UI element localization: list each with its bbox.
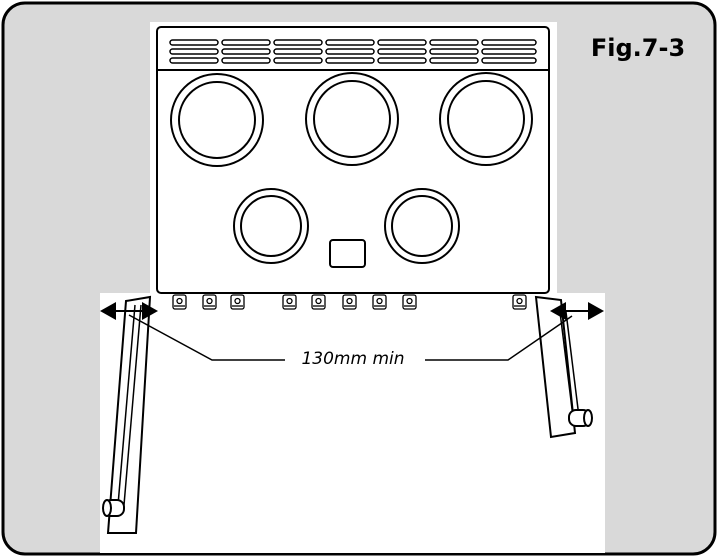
left-door: [102, 295, 152, 534]
cooking-ring-icon: [170, 73, 264, 167]
double-headed-arrow-icon: [550, 302, 604, 320]
control-knob-icon: [202, 294, 217, 310]
control-knob-icon: [402, 294, 417, 310]
vent-slots: [169, 39, 537, 64]
hob-rings: [170, 72, 533, 264]
control-knob-icon: [512, 294, 527, 310]
display-window: [329, 239, 366, 268]
cooking-ring-icon: [305, 72, 399, 166]
cooking-ring-icon: [233, 188, 309, 264]
control-knob-icon: [311, 294, 326, 310]
left-leader-line: [128, 314, 285, 361]
control-knob-icon: [342, 294, 357, 310]
control-knobs: [172, 294, 527, 310]
dimension-label: 130mm min: [301, 349, 405, 369]
floor-area: [100, 293, 605, 553]
control-knob-icon: [172, 294, 187, 310]
control-knob-icon: [372, 294, 387, 310]
right-door: [534, 295, 593, 439]
control-knob-icon: [230, 294, 245, 310]
cooking-ring-icon: [439, 72, 533, 166]
double-headed-arrow-icon: [100, 302, 158, 320]
figure-label: Fig.7-3: [590, 34, 686, 62]
control-knob-icon: [282, 294, 297, 310]
right-leader-line: [425, 315, 573, 361]
cooking-ring-icon: [384, 188, 460, 264]
